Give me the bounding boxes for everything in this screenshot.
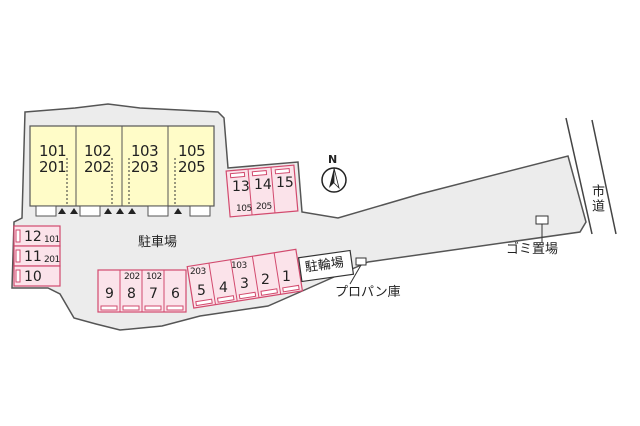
wheel-stops-left xyxy=(15,229,21,283)
space-assignment: 205 xyxy=(256,202,272,212)
garbage-label: ゴミ置場 xyxy=(506,242,559,257)
entrance-markers xyxy=(58,208,182,214)
parking-space-label: 5 xyxy=(197,283,206,299)
entrance-block xyxy=(79,205,101,217)
unit-label-upper: 103 xyxy=(131,142,159,160)
parking-space-label: 14 xyxy=(254,177,272,193)
compass-needle xyxy=(329,168,334,188)
unit-label-upper: 105 xyxy=(178,142,206,160)
parking-group-5-1 xyxy=(186,248,304,309)
garbage-point xyxy=(535,215,549,225)
parking-dividers-13-15 xyxy=(229,167,291,216)
space-assignment: 103 xyxy=(231,261,247,271)
space-assignment: 101 xyxy=(44,235,60,245)
parking-group-13-15 xyxy=(225,164,299,218)
unit-label-lower: 202 xyxy=(84,158,112,176)
entrance-block xyxy=(147,205,169,217)
parking-space-label: 2 xyxy=(261,272,270,288)
unit-label-lower: 201 xyxy=(39,158,67,176)
parking-space-label: 10 xyxy=(24,269,42,285)
propane-storage xyxy=(355,257,367,266)
parking-space-label: 6 xyxy=(171,286,180,302)
parking-space-label: 4 xyxy=(219,280,228,296)
unit-label-lower: 203 xyxy=(131,158,159,176)
parking-space-label: 13 xyxy=(232,179,250,195)
parking-space-label: 8 xyxy=(127,286,136,302)
entrance-block xyxy=(189,205,211,217)
parking-space-label: 7 xyxy=(149,286,158,302)
parking-space-label: 9 xyxy=(105,286,114,302)
space-assignment: 203 xyxy=(190,267,206,277)
space-assignment: 202 xyxy=(124,272,140,282)
space-assignment: 105 xyxy=(236,204,252,214)
unit-label-upper: 101 xyxy=(39,142,67,160)
unit-label-lower: 205 xyxy=(178,158,206,176)
entrance-block xyxy=(35,205,57,217)
space-assignment: 201 xyxy=(44,255,60,265)
parking-space-label: 12 xyxy=(24,229,42,245)
north-label: N xyxy=(328,153,338,166)
propane-label: プロパン庫 xyxy=(335,285,401,300)
unit-label-upper: 102 xyxy=(84,142,112,160)
parking-space-label: 15 xyxy=(276,175,294,191)
road-edge-left xyxy=(565,117,593,235)
space-assignment: 102 xyxy=(146,272,162,282)
city-road-label: 市道 xyxy=(589,184,604,214)
compass-needle-half xyxy=(333,167,340,190)
bicycle-parking xyxy=(297,249,355,283)
parking-area-label: 駐車場 xyxy=(138,235,178,250)
parking-dividers-9-6 xyxy=(100,270,184,312)
parking-space-10 xyxy=(13,265,61,287)
parking-space-label: 3 xyxy=(240,276,249,292)
propane-leader xyxy=(349,264,362,285)
parking-space-label: 1 xyxy=(282,269,291,285)
road-edge-right xyxy=(591,119,617,235)
parking-space-label: 11 xyxy=(24,249,42,265)
